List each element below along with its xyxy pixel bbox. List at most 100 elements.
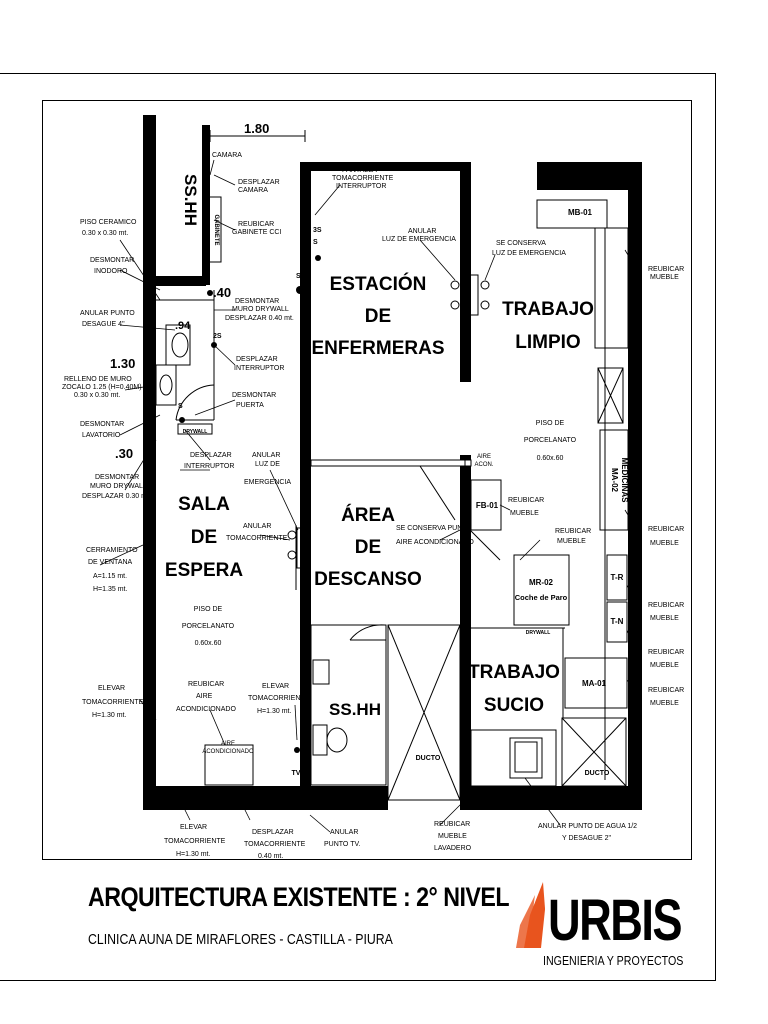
- svg-text:PANTALLA: PANTALLA: [342, 167, 377, 174]
- furniture-labels: MB-01 MA-02 MEDICINAS FB-01 MR-02 Coche …: [183, 208, 629, 777]
- svg-text:MUEBLE: MUEBLE: [510, 510, 539, 517]
- svg-text:TOMACORRIENTE: TOMACORRIENTE: [332, 175, 394, 182]
- symbol-3s: 3S: [313, 227, 322, 234]
- room-area-1: ÁREA: [341, 504, 395, 526]
- room-estacion-1: ESTACIÓN: [330, 273, 427, 295]
- svg-text:TOMACORRIENTE: TOMACORRIENTE: [226, 535, 288, 542]
- room-estacion-2: DE: [365, 306, 391, 327]
- svg-text:RELLENO DE MURO: RELLENO DE MURO: [64, 376, 132, 383]
- gabinete-label: GABINETE: [213, 214, 219, 245]
- dim-130: 1.30: [110, 356, 135, 371]
- svg-text:DESPLAZAR 0.30 mt.: DESPLAZAR 0.30 mt.: [82, 493, 151, 500]
- room-area-2: DE: [355, 537, 381, 558]
- svg-text:ANULAR: ANULAR: [243, 523, 271, 530]
- leader-lines: [99, 159, 641, 833]
- svg-text:DESMONTAR: DESMONTAR: [90, 257, 134, 264]
- svg-text:ANULAR: ANULAR: [330, 829, 358, 836]
- svg-text:MURO DRYWALL: MURO DRYWALL: [90, 483, 147, 490]
- svg-text:GABINETE CCI: GABINETE CCI: [232, 229, 281, 236]
- svg-text:MUEBLE: MUEBLE: [650, 700, 679, 707]
- svg-text:ANULAR PUNTO DE AGUA 1/2: ANULAR PUNTO DE AGUA 1/2: [538, 823, 637, 830]
- svg-text:DESMONTAR: DESMONTAR: [95, 474, 139, 481]
- svg-text:CAMARA: CAMARA: [238, 187, 268, 194]
- room-sshh-bottom: SS.HH: [329, 700, 381, 719]
- svg-text:DESPLAZAR: DESPLAZAR: [252, 829, 294, 836]
- drywall-2: DRYWALL: [526, 630, 551, 636]
- svg-text:ANULAR: ANULAR: [408, 228, 436, 235]
- sheet-border: [0, 73, 716, 981]
- room-sshh-top: SS.HH: [181, 174, 200, 226]
- drawing-border: [42, 100, 692, 860]
- urbis-logo-mark: [516, 882, 552, 948]
- coche-label: Coche de Paro: [515, 593, 568, 602]
- logo-text: URBIS: [548, 888, 683, 953]
- tr-label: T-R: [611, 573, 624, 582]
- svg-text:MUEBLE: MUEBLE: [557, 538, 586, 545]
- svg-text:INTERRUPTOR: INTERRUPTOR: [234, 365, 284, 372]
- svg-text:TOMACORRIENTE: TOMACORRIENTE: [244, 841, 306, 848]
- svg-text:PISO CERAMICO: PISO CERAMICO: [80, 219, 137, 226]
- svg-text:REUBICAR: REUBICAR: [508, 497, 544, 504]
- svg-text:DE VENTANA: DE VENTANA: [88, 559, 133, 566]
- ducto-1: DUCTO: [416, 755, 441, 762]
- drywall-1: DRYWALL: [183, 429, 208, 435]
- svg-text:MUEBLE: MUEBLE: [650, 274, 679, 281]
- ma01-label: MA-01: [582, 679, 607, 688]
- medicinas-label: MEDICINAS: [620, 458, 629, 504]
- svg-text:ELEVAR: ELEVAR: [98, 685, 125, 692]
- note-camara: CAMARA: [212, 152, 242, 159]
- room-limpio-2: LIMPIO: [515, 332, 580, 353]
- svg-text:AIRE ACONDICIONADO: AIRE ACONDICIONADO: [396, 539, 474, 546]
- mb01-label: MB-01: [568, 208, 593, 217]
- symbols: S 3S S 2S S: [178, 227, 322, 410]
- svg-text:PUERTA: PUERTA: [236, 402, 264, 409]
- aire-acon-2: ACON.: [474, 462, 493, 468]
- svg-text:DESPLAZAR: DESPLAZAR: [236, 356, 278, 363]
- svg-text:0.30 x 0.30 mt.: 0.30 x 0.30 mt.: [74, 392, 120, 399]
- svg-text:INODORO: INODORO: [94, 268, 128, 275]
- svg-text:ZOCALO 1.25 (H=0.40M): ZOCALO 1.25 (H=0.40M): [62, 384, 142, 391]
- svg-text:H=1.35 mt.: H=1.35 mt.: [93, 586, 127, 593]
- svg-text:DESMONTAR: DESMONTAR: [80, 421, 124, 428]
- ma02-label: MA-02: [610, 468, 619, 493]
- svg-text:LAVADERO: LAVADERO: [434, 845, 472, 852]
- floor-limpio-3: 0.60x.60: [537, 455, 564, 462]
- thin-lines: [155, 130, 629, 801]
- symbol-s-1: S: [296, 273, 301, 280]
- tn-label: T-N: [611, 617, 624, 626]
- ducto-2: DUCTO: [585, 770, 610, 777]
- svg-text:ANULAR PUNTO: ANULAR PUNTO: [80, 310, 135, 317]
- dim-180: 1.80: [244, 121, 269, 136]
- svg-text:ACONDICIONADO: ACONDICIONADO: [176, 706, 236, 713]
- svg-text:EMERGENCIA: EMERGENCIA: [244, 479, 291, 486]
- svg-text:DESPLAZAR: DESPLAZAR: [190, 452, 232, 459]
- svg-text:SE CONSERVA PUNTO: SE CONSERVA PUNTO: [396, 525, 472, 532]
- room-sala-1: SALA: [178, 494, 230, 515]
- svg-text:INTERRUPTOR: INTERRUPTOR: [336, 183, 386, 190]
- svg-text:MURO DRYWALL: MURO DRYWALL: [232, 306, 289, 313]
- tv-label: TV: [292, 770, 301, 777]
- svg-text:DESMONTAR: DESMONTAR: [235, 298, 279, 305]
- svg-text:DESAGUE 4": DESAGUE 4": [82, 321, 125, 328]
- svg-text:TOMACORRIENTE: TOMACORRIENTE: [248, 695, 310, 702]
- floor-limpio-1: PISO DE: [536, 420, 565, 427]
- room-labels: SS.HH GABINETE ESTACIÓN DE ENFERMERAS TR…: [165, 174, 610, 777]
- svg-text:REUBICAR: REUBICAR: [648, 649, 684, 656]
- svg-text:REUBICAR: REUBICAR: [648, 266, 684, 273]
- room-sala-3: ESPERA: [165, 560, 243, 581]
- floor-sala-2: PORCELANATO: [182, 623, 235, 630]
- svg-text:AIRE: AIRE: [196, 693, 213, 700]
- svg-text:Y DESAGUE 2": Y DESAGUE 2": [562, 835, 612, 842]
- dim-40: .40: [213, 285, 231, 300]
- svg-text:CERRAMIENTO: CERRAMIENTO: [86, 547, 138, 554]
- room-sucio-1: TRABAJO: [468, 662, 560, 683]
- room-area-3: DESCANSO: [314, 569, 422, 590]
- svg-text:REUBICAR: REUBICAR: [238, 221, 274, 228]
- room-sucio-2: SUCIO: [484, 695, 544, 716]
- floor-notes: PISO DE PORCELANATO 0.60x.60 PISO DE POR…: [182, 420, 577, 647]
- floor-sala-3: 0.60x.60: [195, 640, 222, 647]
- logo-tagline: INGENIERIA Y PROYECTOS: [543, 953, 684, 968]
- svg-text:DESMONTAR: DESMONTAR: [232, 392, 276, 399]
- aire-2: ACONDICIONADO: [202, 749, 254, 755]
- svg-text:ELEVAR: ELEVAR: [180, 824, 207, 831]
